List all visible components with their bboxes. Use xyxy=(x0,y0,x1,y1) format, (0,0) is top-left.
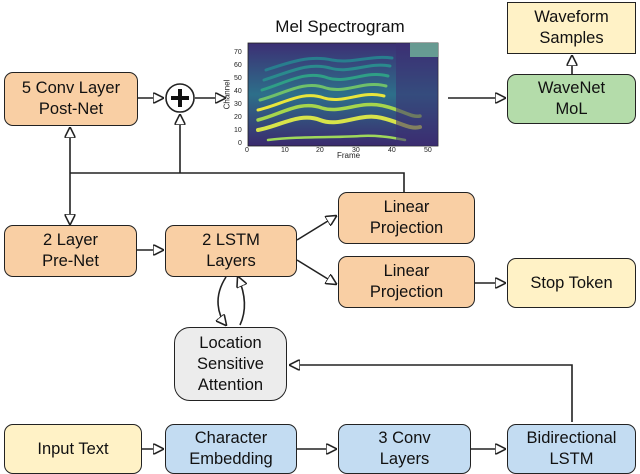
edge-lstm-to-linear-bottom xyxy=(296,259,336,284)
stop-token-label: Stop Token xyxy=(530,273,613,292)
spectrogram-xlabel: Frame xyxy=(337,151,361,160)
spectrogram-y-tick: 60 xyxy=(234,62,242,69)
input-text-label: Input Text xyxy=(37,439,109,458)
spectrogram-y-tick: 70 xyxy=(234,49,242,56)
bidirectional-lstm-node: Bidirectional LSTM xyxy=(507,424,636,474)
prenet-node: 2 Layer Pre-Net xyxy=(4,225,137,277)
spectrogram-x-tick: 0 xyxy=(245,147,249,154)
spectrogram-y-tick: 30 xyxy=(234,101,242,108)
prenet-label: 2 Layer Pre-Net xyxy=(42,231,99,270)
spectrogram-ylabel: Channel xyxy=(222,79,232,110)
lstm-label: 2 LSTM Layers xyxy=(202,231,260,270)
postnet-label: 5 Conv Layer Post-Net xyxy=(21,79,121,118)
waveform-samples-label: Waveform Samples xyxy=(534,8,609,47)
spectrogram-y-tick: 0 xyxy=(238,140,242,147)
linear-projection-top-node: Linear Projection xyxy=(338,192,475,244)
edge-lstm-to-attention xyxy=(218,276,226,325)
waveform-samples-node: Waveform Samples xyxy=(507,2,636,54)
bidirectional-lstm-label: Bidirectional LSTM xyxy=(526,429,617,468)
spectrogram-y-tick: 50 xyxy=(234,75,242,82)
spectrogram-x-tick: 40 xyxy=(388,147,396,154)
spectrogram-x-tick: 30 xyxy=(352,147,360,154)
wavenet-label: WaveNet MoL xyxy=(537,79,606,118)
edge-lstm-to-linear-top xyxy=(296,216,336,241)
edge-bilstm-to-attention xyxy=(290,365,573,422)
linear-projection-top-label: Linear Projection xyxy=(369,198,444,237)
stop-token-node: Stop Token xyxy=(507,258,636,308)
character-embedding-node: Character Embedding xyxy=(165,424,297,474)
spectrogram-y-tick: 10 xyxy=(234,127,242,134)
spectrogram-x-tick: 20 xyxy=(316,147,324,154)
postnet-node: 5 Conv Layer Post-Net xyxy=(4,72,138,126)
attention-label: Location Sensitive Attention xyxy=(197,333,264,394)
conv-layers-label: 3 Conv Layers xyxy=(378,429,431,468)
edge-attention-to-lstm xyxy=(238,277,244,326)
character-embedding-label: Character Embedding xyxy=(189,429,273,468)
spectrogram-title: Mel Spectrogram xyxy=(275,17,405,36)
spectrogram-x-tick: 10 xyxy=(281,147,289,154)
wavenet-node: WaveNet MoL xyxy=(507,74,636,124)
linear-projection-bottom-label: Linear Projection xyxy=(369,262,444,301)
mel-spectrogram-image xyxy=(247,42,439,147)
spectrogram-y-tick: 40 xyxy=(234,88,242,95)
lstm-node: 2 LSTM Layers xyxy=(165,225,297,277)
attention-node: Location Sensitive Attention xyxy=(174,327,287,401)
linear-projection-bottom-node: Linear Projection xyxy=(338,256,475,308)
conv-layers-node: 3 Conv Layers xyxy=(338,424,471,474)
spectrogram-y-tick: 20 xyxy=(234,114,242,121)
sum-node xyxy=(165,83,195,113)
edge-linear-feedback xyxy=(70,172,405,192)
spectrogram-x-tick: 50 xyxy=(424,147,432,154)
input-text-node: Input Text xyxy=(4,424,142,474)
